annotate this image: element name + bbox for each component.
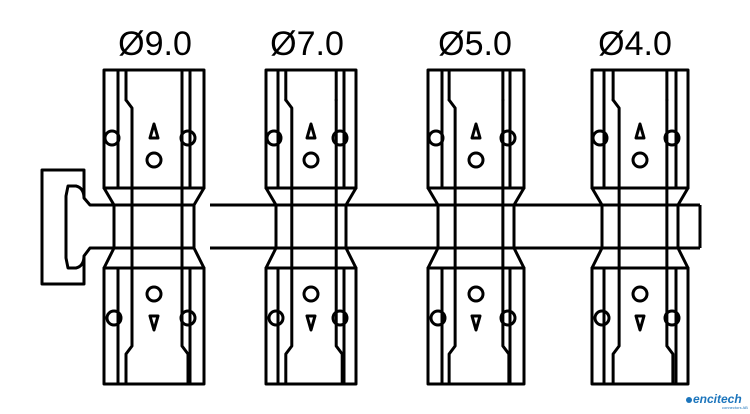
logo-tagline: connectors AB	[722, 405, 748, 410]
encitech-logo: encitech connectors AB	[686, 392, 748, 410]
lower-neck-left	[590, 246, 604, 270]
terminal-1	[102, 68, 206, 386]
lower-crimp-left	[447, 266, 457, 386]
upper-hole-left	[265, 129, 283, 147]
upper-center-hole	[467, 151, 485, 169]
logo-name: encitech	[693, 392, 742, 406]
lower-crimp-right	[334, 266, 344, 386]
lower-arrow-icon	[470, 314, 482, 332]
terminal-bridge	[600, 203, 680, 250]
upper-terminal-body	[264, 68, 358, 190]
lower-neck-right	[676, 246, 690, 270]
terminal-bridge	[436, 203, 516, 250]
upper-crimp-left	[124, 98, 134, 190]
lower-arrow-icon	[148, 314, 160, 332]
upper-neck-left	[264, 186, 278, 207]
lower-hole-left	[105, 309, 123, 327]
upper-terminal-body	[426, 68, 526, 190]
upper-center-hole	[145, 151, 163, 169]
upper-hole-left	[427, 129, 445, 147]
upper-arrow-icon	[305, 122, 317, 140]
terminal-group	[102, 68, 690, 386]
upper-hole-right	[331, 129, 349, 147]
upper-hole-right	[179, 129, 197, 147]
lower-neck-right	[192, 246, 206, 270]
lower-center-hole	[631, 285, 649, 303]
lower-arrow-icon	[305, 314, 317, 332]
lower-hole-left	[593, 309, 611, 327]
size-label-5: Ø5.0	[438, 25, 512, 63]
upper-arrow-icon	[634, 122, 646, 140]
upper-terminal-body	[590, 68, 690, 190]
lower-crimp-left	[284, 266, 294, 386]
size-label-4: Ø4.0	[598, 25, 672, 63]
size-label-9: Ø9.0	[118, 25, 192, 63]
lower-crimp-right	[501, 266, 511, 386]
upper-hole-right	[499, 129, 517, 147]
lower-center-hole	[467, 285, 485, 303]
lower-hole-left	[267, 309, 285, 327]
terminal-3	[426, 68, 526, 386]
upper-hole-left	[103, 129, 121, 147]
lower-crimp-right	[665, 266, 675, 386]
upper-center-hole	[302, 151, 320, 169]
lower-hole-right	[331, 309, 349, 327]
upper-arrow-icon	[148, 122, 160, 140]
lower-hole-right	[663, 309, 681, 327]
size-label-7: Ø7.0	[270, 25, 344, 63]
lower-terminal-body	[590, 266, 690, 386]
terminal-4	[590, 68, 690, 386]
upper-neck-right	[344, 186, 358, 207]
upper-neck-right	[676, 186, 690, 207]
lower-crimp-left	[611, 266, 621, 386]
upper-neck-left	[590, 186, 604, 207]
lower-crimp-right	[180, 266, 190, 386]
lower-neck-right	[512, 246, 526, 270]
lower-center-hole	[145, 285, 163, 303]
terminal-bridge	[112, 203, 196, 250]
upper-crimp-left	[611, 98, 621, 190]
lower-arrow-icon	[634, 314, 646, 332]
upper-hole-right	[663, 129, 681, 147]
upper-center-hole	[631, 151, 649, 169]
lower-hole-right	[179, 309, 197, 327]
lower-neck-right	[344, 246, 358, 270]
upper-hole-left	[591, 129, 609, 147]
lower-neck-left	[264, 246, 278, 270]
lower-crimp-left	[124, 266, 134, 386]
terminal-2	[264, 68, 358, 386]
logo-mark-icon	[686, 397, 692, 403]
upper-crimp-left	[447, 98, 457, 190]
upper-neck-left	[426, 186, 440, 207]
upper-neck-right	[192, 186, 206, 207]
lower-hole-left	[429, 309, 447, 327]
terminal-bridge	[274, 203, 348, 250]
lower-center-hole	[302, 285, 320, 303]
lower-hole-right	[499, 309, 517, 327]
upper-crimp-left	[284, 98, 294, 190]
lower-neck-left	[426, 246, 440, 270]
lower-terminal-body	[102, 266, 206, 386]
lower-neck-left	[102, 246, 116, 270]
lower-terminal-body	[426, 266, 526, 386]
upper-neck-left	[102, 186, 116, 207]
upper-terminal-body	[102, 68, 206, 190]
lower-terminal-body	[264, 266, 358, 386]
upper-neck-right	[512, 186, 526, 207]
upper-arrow-icon	[470, 122, 482, 140]
